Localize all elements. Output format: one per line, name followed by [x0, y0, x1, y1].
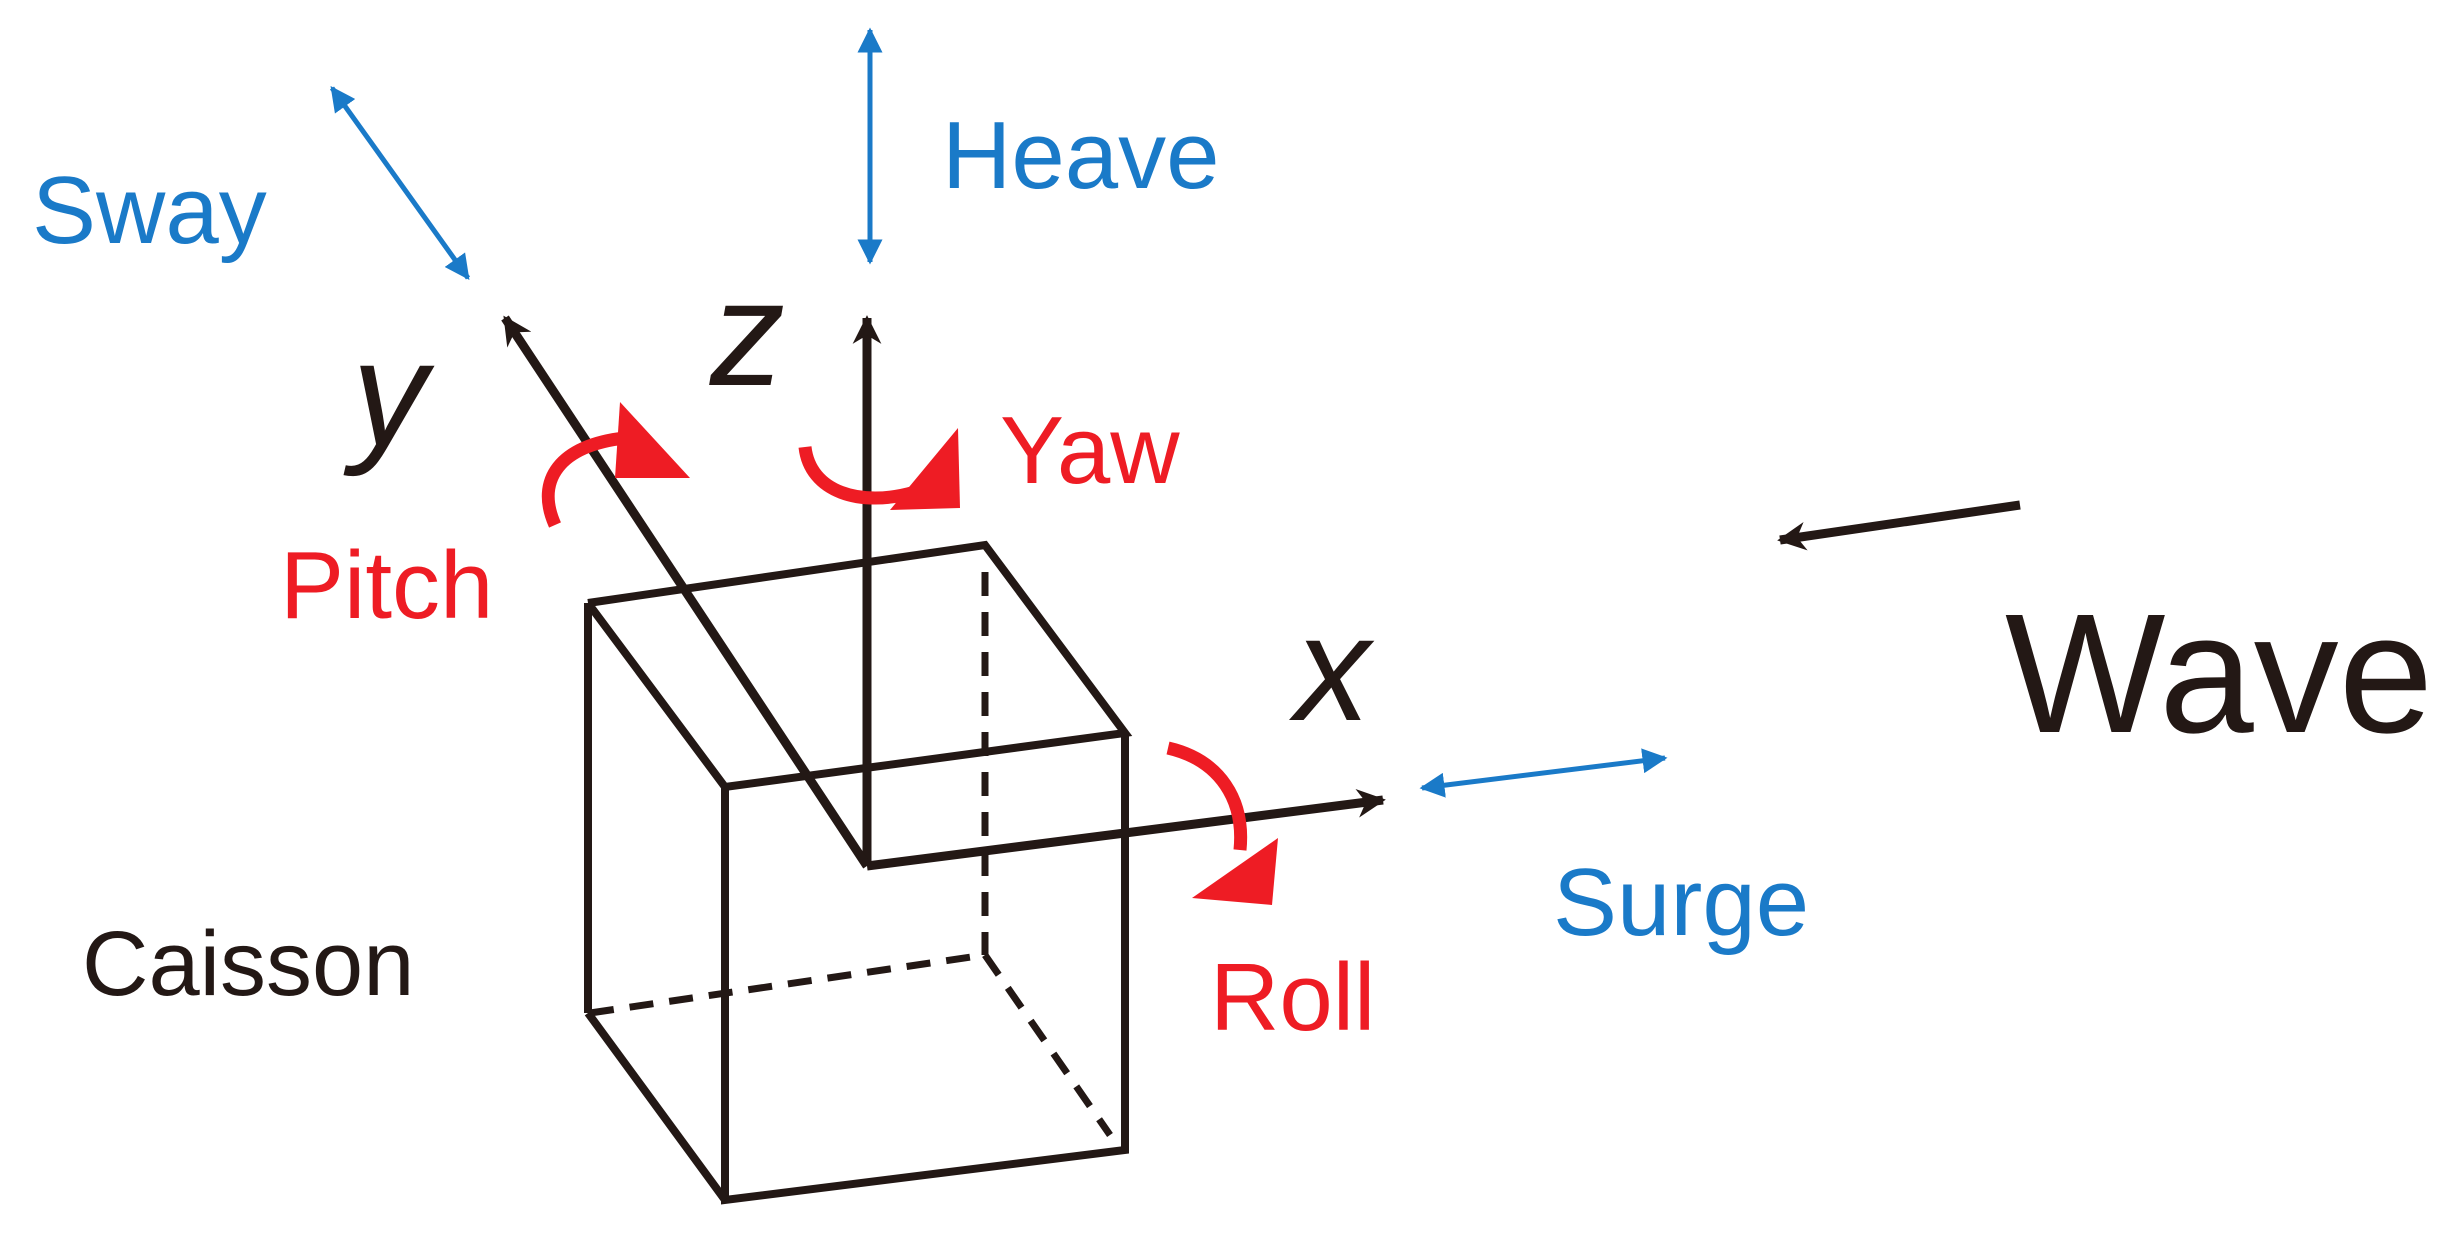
surge-label: Surge [1553, 849, 1809, 956]
roll-curved-arrow-icon [1166, 741, 1248, 851]
pitch-curved-arrow-icon [541, 431, 626, 528]
sway-double-arrow-icon [329, 85, 471, 281]
wave-label: Wave [2005, 579, 2433, 769]
rotation-arrows [541, 431, 1248, 851]
translation-arrows [329, 27, 1668, 798]
yaw-label: Yaw [1000, 397, 1180, 504]
pitch-arrowhead [615, 402, 690, 478]
z-axis-label: z [709, 249, 785, 417]
heave-label: Heave [942, 102, 1220, 209]
caisson-label: Caisson [82, 913, 414, 1015]
arrow-left-icon [1777, 500, 2021, 551]
caisson-top-face [584, 540, 1133, 792]
x-axis [866, 789, 1386, 871]
caisson-box [584, 540, 1133, 1205]
sway-label: Sway [32, 157, 267, 264]
caisson-bottom-left-edge [584, 1010, 729, 1203]
yaw-curved-arrow-icon [798, 445, 917, 505]
caisson-hidden-edges [589, 572, 1113, 1137]
roll-arrowhead [1192, 838, 1278, 905]
yaw-arrowhead [890, 428, 960, 510]
y-axis [501, 315, 871, 869]
surge-double-arrow-icon [1419, 748, 1668, 798]
coordinate-axes [501, 315, 1386, 871]
x-axis-label: x [1289, 584, 1375, 752]
y-axis-label: y [343, 309, 435, 477]
pitch-label: Pitch [280, 532, 493, 639]
roll-label: Roll [1210, 944, 1375, 1051]
rotation-arrowheads [615, 402, 1278, 905]
